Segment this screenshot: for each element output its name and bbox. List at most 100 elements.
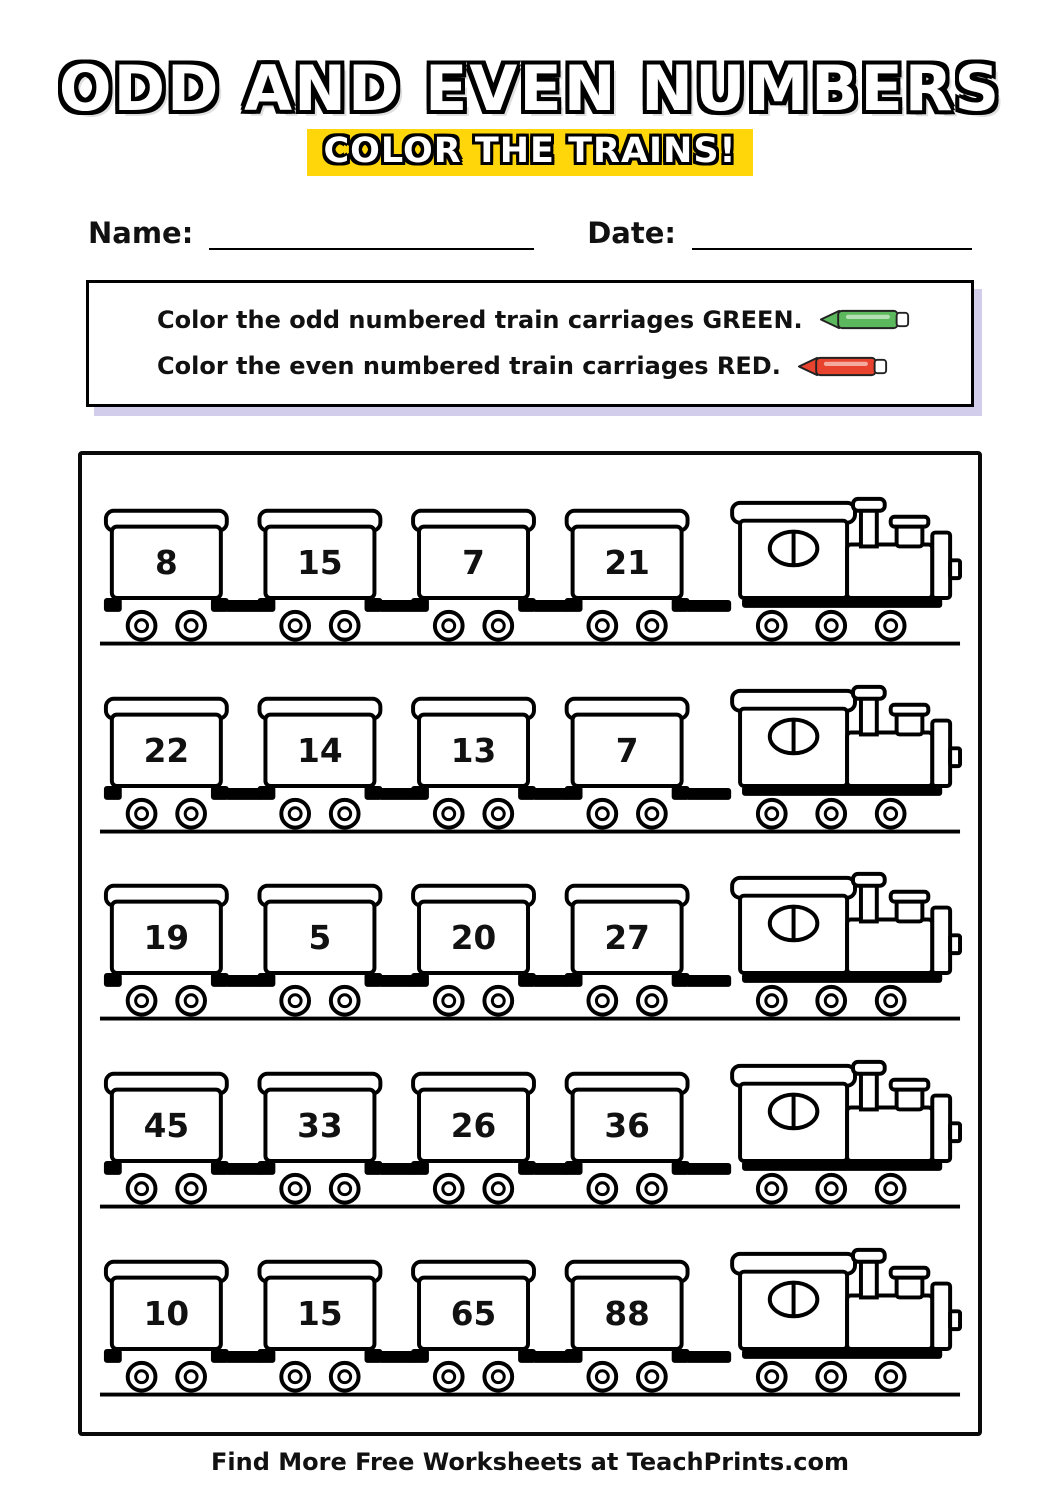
- wheel: [125, 1361, 158, 1393]
- cab-window: [767, 1280, 820, 1319]
- wheel: [636, 1361, 668, 1393]
- locomotive: [730, 872, 963, 1017]
- wheel: [874, 985, 907, 1017]
- carriage-number: 26: [451, 1108, 496, 1146]
- instruction-odd-text: Color the odd numbered train carriages G…: [157, 305, 803, 334]
- train-carriage: 10: [103, 1260, 229, 1393]
- wheel: [125, 609, 158, 642]
- wheel: [482, 1173, 515, 1205]
- steam-dome: [888, 890, 931, 924]
- wheel: [125, 985, 158, 1017]
- train-carriage: 65: [411, 1260, 536, 1393]
- train-carriage: 33: [257, 1072, 383, 1205]
- date-field[interactable]: [692, 218, 972, 250]
- chimney: [851, 872, 887, 924]
- steam-dome: [888, 1265, 931, 1300]
- wheel: [874, 797, 907, 830]
- wheel: [586, 1361, 619, 1393]
- locomotive: [730, 1060, 963, 1205]
- wheel: [636, 985, 668, 1017]
- wheel: [586, 609, 619, 642]
- wheel: [482, 797, 515, 830]
- chimney: [851, 1060, 887, 1112]
- wheel: [125, 1173, 158, 1205]
- steam-dome: [888, 514, 931, 549]
- instruction-even-text: Color the even numbered train carriages …: [157, 352, 781, 381]
- wheel: [279, 1361, 312, 1393]
- train-carriage: 36: [564, 1072, 690, 1205]
- wheel: [755, 797, 788, 830]
- wheel: [755, 1173, 788, 1205]
- wheel: [636, 797, 668, 830]
- locomotive: [730, 1248, 963, 1393]
- chimney: [851, 684, 887, 736]
- wheel: [815, 1173, 848, 1205]
- carriage-number: 36: [604, 1108, 650, 1146]
- carriage-number: 13: [451, 732, 496, 770]
- carriage-number: 7: [462, 544, 485, 582]
- steam-dome: [888, 702, 931, 736]
- date-label: Date:: [587, 215, 676, 250]
- wheel: [636, 1173, 668, 1205]
- carriage-number: 10: [144, 1295, 190, 1333]
- cab-window: [767, 529, 820, 567]
- steam-dome: [888, 1078, 931, 1112]
- wheel: [328, 1173, 361, 1205]
- chimney: [851, 496, 887, 549]
- wheel: [815, 1361, 848, 1393]
- carriage-number: 33: [297, 1108, 343, 1146]
- train-row-1: 8 15 7 21: [99, 496, 963, 646]
- cab-window: [767, 905, 820, 943]
- page-title: ODD AND EVEN NUMBERS: [58, 52, 1002, 125]
- train-carriage: 13: [411, 696, 536, 830]
- wheel: [432, 609, 465, 642]
- wheel: [432, 985, 465, 1017]
- wheel: [328, 1361, 361, 1393]
- wheel: [328, 797, 361, 830]
- carriage-number: 19: [144, 920, 190, 958]
- wheel: [482, 1361, 515, 1393]
- train-carriage: 7: [564, 696, 690, 830]
- carriage-number: 45: [144, 1108, 190, 1146]
- wheel: [125, 797, 158, 830]
- train-carriage: 20: [411, 884, 536, 1017]
- locomotive: [730, 496, 963, 642]
- trains-board: 8 15 7 21 22 14 13 7 19 5 20 27 45 33 26 36 10 15 65 88: [78, 451, 982, 1437]
- wheel: [175, 1173, 207, 1205]
- carriage-number: 8: [155, 544, 178, 582]
- train-carriage: 22: [103, 696, 229, 830]
- train-row-4: 45 33 26 36: [99, 1060, 963, 1209]
- wheel: [432, 797, 465, 830]
- wheel: [586, 797, 619, 830]
- train-row-3: 19 5 20 27: [99, 872, 963, 1021]
- carriage-number: 88: [604, 1295, 650, 1333]
- wheel: [175, 985, 207, 1017]
- cab-window: [767, 717, 820, 755]
- carriage-number: 22: [144, 732, 190, 770]
- wheel: [636, 609, 668, 642]
- wheel: [815, 797, 848, 830]
- green-crayon-icon: [819, 310, 909, 330]
- name-field[interactable]: [209, 218, 535, 250]
- train-carriage: 45: [103, 1072, 229, 1205]
- carriage-number: 20: [451, 920, 496, 958]
- train-carriage: 27: [564, 884, 690, 1017]
- wheel: [175, 609, 207, 642]
- wheel: [755, 1361, 788, 1393]
- train-carriage: 14: [257, 696, 383, 830]
- carriage-number: 7: [616, 732, 639, 770]
- wheel: [482, 985, 515, 1017]
- wheel: [874, 609, 907, 642]
- cab-window: [767, 1092, 820, 1131]
- train-carriage: 21: [564, 508, 690, 642]
- train-carriage: 15: [257, 508, 383, 642]
- wheel: [279, 609, 312, 642]
- carriage-number: 65: [451, 1295, 496, 1333]
- train-carriage: 5: [257, 884, 383, 1017]
- wheel: [328, 985, 361, 1017]
- wheel: [279, 797, 312, 830]
- subtitle-wrap: COLOR THE TRAINS!: [0, 129, 1060, 176]
- wheel: [279, 985, 312, 1017]
- train-row-2: 22 14 13 7: [99, 684, 963, 834]
